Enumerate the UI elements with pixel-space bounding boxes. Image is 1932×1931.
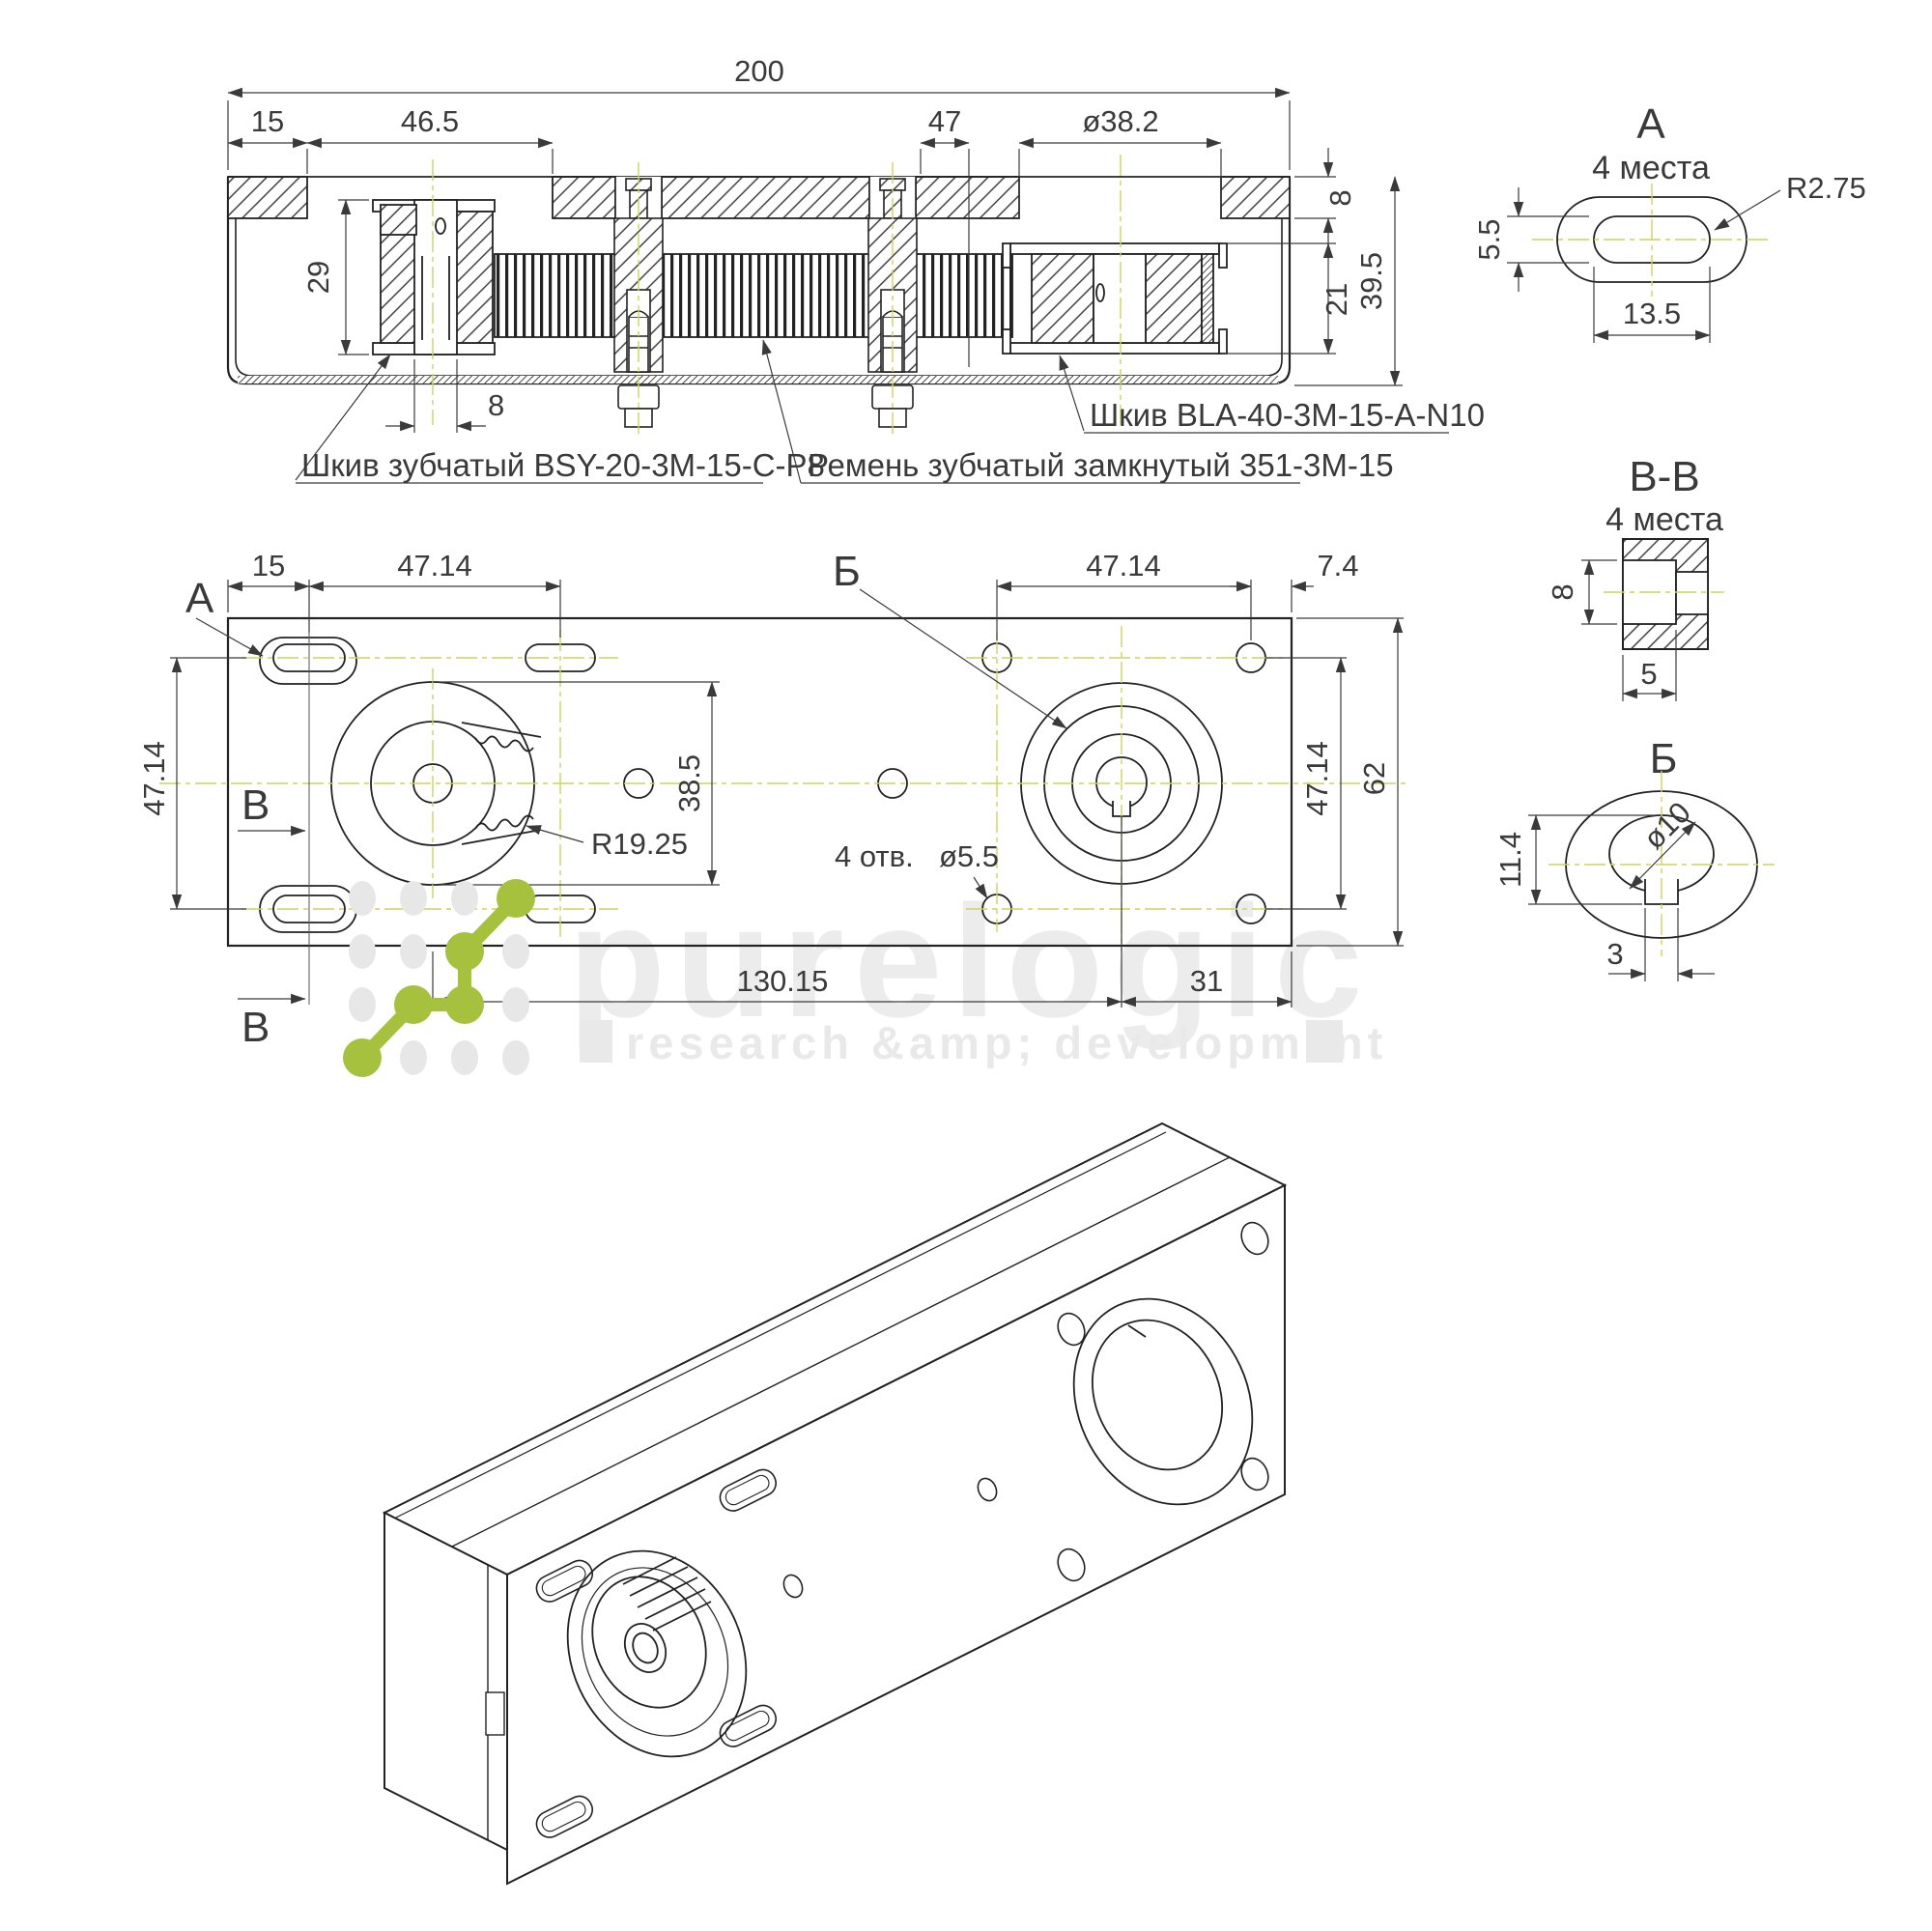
label-belt: Ремень зубчатый замкнутый 351-3M-15 <box>808 447 1394 483</box>
plan-dim-385: 38.5 <box>672 754 706 812</box>
detail-b-dia: ø10 <box>1636 795 1697 856</box>
dim-39_5: 39.5 <box>1354 252 1388 310</box>
marker-a: A <box>185 575 214 622</box>
detail-a-r: R2.75 <box>1786 171 1866 205</box>
plan-dim-74: 7.4 <box>1317 549 1358 582</box>
plan-holes: 4 отв. <box>835 839 914 873</box>
detail-a-title: A <box>1636 100 1665 148</box>
section-bb-title: B-B <box>1629 453 1699 500</box>
watermark-logo <box>343 879 535 1077</box>
plan-dim-4714a: 47.14 <box>397 549 472 582</box>
plan-dim-4714r: 47.14 <box>1300 741 1334 816</box>
section-bb-w: 5 <box>1640 657 1657 691</box>
dim-8-hub: 8 <box>488 388 504 422</box>
dim-29: 29 <box>301 261 335 294</box>
label-pulley-small: Шкив зубчатый BSY-20-3M-15-C-P8 <box>301 447 825 483</box>
marker-b-top: B <box>242 781 270 829</box>
plan-dim-13015: 130.15 <box>737 964 829 998</box>
detail-a-sub: 4 места <box>1592 150 1710 186</box>
watermark-tagline: research &amp; development <box>626 1017 1387 1068</box>
plan-dim-15: 15 <box>252 549 285 582</box>
belt-section <box>494 253 1013 338</box>
plan-dim-4714b: 47.14 <box>1086 549 1161 582</box>
marker-b-cyr: Б <box>833 548 861 595</box>
marker-b-bottom: B <box>242 1004 270 1051</box>
pulley-small-section <box>372 199 496 355</box>
dim-200: 200 <box>734 54 784 88</box>
detail-a-w: 13.5 <box>1623 297 1681 330</box>
section-bb-h: 8 <box>1546 583 1579 600</box>
detail-b-h: 11.4 <box>1493 832 1527 888</box>
dim-38_2: ø38.2 <box>1082 104 1158 138</box>
plan-dim-31: 31 <box>1190 964 1223 998</box>
plan-holes-dia: ø5.5 <box>939 839 999 873</box>
dim-21: 21 <box>1320 283 1353 316</box>
pulley-big-section <box>1002 242 1228 355</box>
plan-dim-4714l: 47.14 <box>137 741 171 816</box>
detail-a-h: 5.5 <box>1472 218 1506 260</box>
watermark-brand: purelogic <box>568 872 1373 1050</box>
detail-b-w: 3 <box>1606 937 1623 971</box>
plan-dim-r1925: R19.25 <box>591 827 688 861</box>
label-pulley-big: Шкив BLA-40-3M-15-A-N10 <box>1090 397 1485 433</box>
dim-46_5: 46.5 <box>401 104 459 138</box>
plan-dim-62: 62 <box>1357 762 1391 795</box>
detail-a: A 4 места 5.5 13.5 R2.75 <box>1472 100 1866 343</box>
section-bb-sub: 4 места <box>1605 501 1723 538</box>
section-bb: B-B 4 места 8 5 <box>1546 453 1724 701</box>
dim-47: 47 <box>928 104 961 138</box>
section-view: 200 15 46.5 47 ø38.2 8 21 39.5 29 8 Шкив… <box>226 54 1485 484</box>
dim-15: 15 <box>251 104 284 138</box>
detail-b: Б ø10 11.4 3 <box>1493 735 1775 981</box>
stud-1 <box>613 162 664 437</box>
iso-view <box>382 1122 1288 1886</box>
dim-8-plate: 8 <box>1323 189 1357 206</box>
detail-b-title: Б <box>1650 735 1678 782</box>
stud-2 <box>867 162 918 437</box>
plan-view: 15 47.14 47.14 7.4 47.14 47.14 62 130.15… <box>137 548 1410 1051</box>
watermark: purelogic research &amp; development <box>568 872 1387 1068</box>
